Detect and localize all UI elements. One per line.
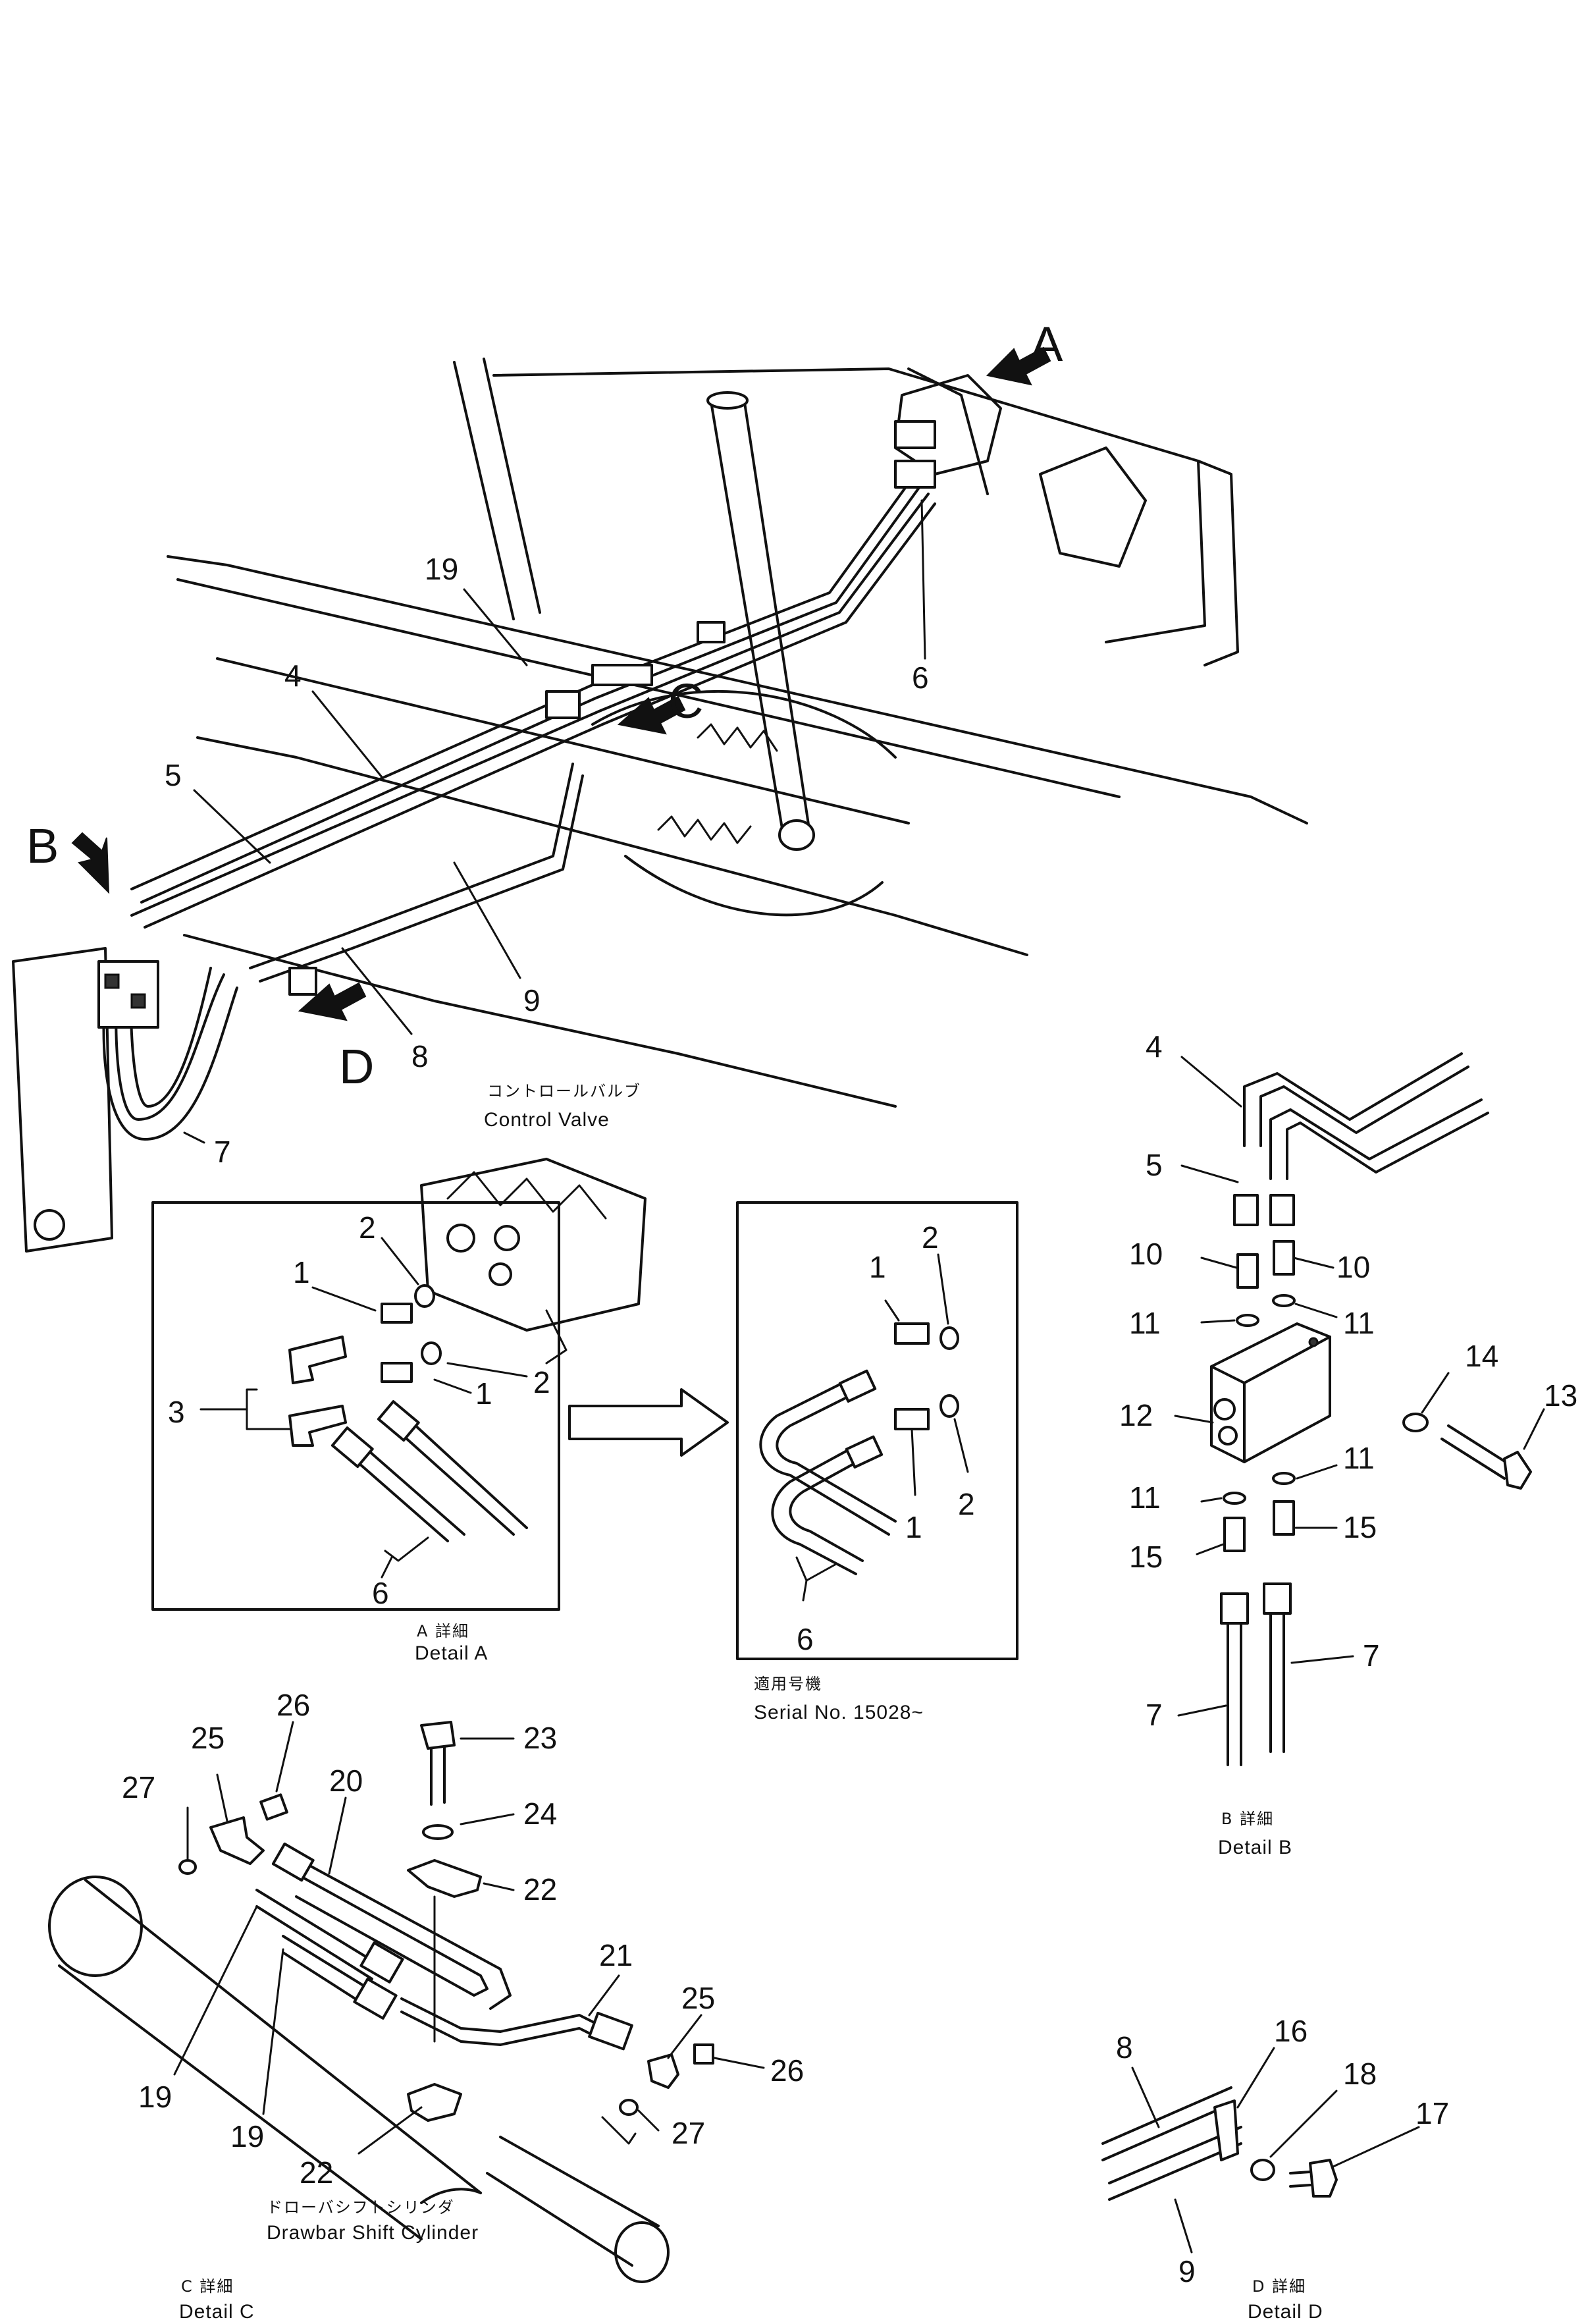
callout-9-main: 9 (523, 983, 541, 1017)
callout-10-detail-b-left: 10 (1129, 1237, 1163, 1271)
callout-7-detail-b-right: 7 (1363, 1638, 1380, 1673)
view-letter-c: C (668, 674, 703, 728)
callout-6-main: 6 (912, 661, 929, 695)
serial-caption: Serial No. 15028~ (754, 1702, 924, 1723)
callout-5-detail-b: 5 (1146, 1148, 1163, 1182)
view-arrow-d (298, 982, 367, 1021)
cylinder-label: Drawbar Shift Cylinder (267, 2222, 479, 2244)
callout-2-variant-lower: 2 (958, 1487, 975, 1521)
callout-25-detail-c-lower: 25 (681, 1981, 715, 2015)
control-valve (420, 1158, 647, 1365)
callout-23-detail-c: 23 (523, 1721, 557, 1755)
callout-26-detail-c-lower: 26 (770, 2053, 804, 2088)
callout-1-detail-a-upper: 1 (293, 1255, 310, 1289)
serial-caption-jp: 適用号機 (754, 1675, 822, 1693)
callout-1-detail-a-lower: 1 (475, 1376, 492, 1411)
callout-11-detail-b-right: 11 (1343, 1306, 1375, 1340)
callout-2-variant-upper: 2 (922, 1220, 939, 1255)
detail-a-panel (151, 1201, 560, 1611)
callout-13-detail-b: 13 (1544, 1378, 1577, 1413)
main-assembly-view (12, 358, 1308, 1253)
view-arrow-b (71, 832, 110, 894)
view-arrow-c (617, 695, 686, 735)
callout-11-detail-b-left: 11 (1129, 1306, 1161, 1340)
detail-a-caption-jp: A 詳細 (417, 1622, 469, 1640)
callout-7-main: 7 (214, 1135, 231, 1169)
cylinder-label-jp: ドローバシフトシリンダ (267, 2198, 455, 2217)
view-arrow-a (986, 346, 1051, 386)
callout-5-main: 5 (165, 758, 182, 792)
variant-arrow (568, 1388, 729, 1457)
detail-b-assembly (1210, 1052, 1532, 1766)
view-letter-d: D (339, 1039, 374, 1094)
callout-19-detail-c-lower: 19 (230, 2119, 264, 2153)
detail-d-assembly (1101, 2086, 1338, 2201)
callout-17-detail-d: 17 (1415, 2096, 1449, 2130)
callout-1-variant-lower: 1 (905, 1510, 922, 1544)
detail-c-assembly (48, 1721, 714, 2283)
callout-15-detail-b-left: 15 (1129, 1540, 1163, 1574)
callout-2-detail-a-upper: 2 (359, 1210, 376, 1245)
callout-12-detail-b: 12 (1119, 1398, 1153, 1432)
callout-22-detail-c-upper: 22 (523, 1872, 557, 1906)
callout-7-detail-b-left: 7 (1146, 1698, 1163, 1732)
callout-1-variant-upper: 1 (869, 1250, 886, 1284)
callout-15-detail-b-right: 15 (1343, 1510, 1377, 1544)
callout-22-detail-c-lower: 22 (300, 2155, 333, 2190)
detail-b-caption-jp: B 詳細 (1221, 1810, 1274, 1828)
callout-4-main: 4 (284, 659, 302, 693)
callout-25-detail-c-upper: 25 (191, 1721, 225, 1755)
callout-24-detail-c: 24 (523, 1797, 557, 1831)
control-valve-label-jp: コントロールバルブ (487, 1082, 641, 1100)
serial-variant-panel (736, 1201, 1018, 1660)
callout-20-detail-c: 20 (329, 1764, 363, 1798)
callout-8-detail-d: 8 (1116, 2030, 1133, 2065)
callout-11-detail-b-lower-left: 11 (1129, 1480, 1161, 1515)
callout-14-detail-b: 14 (1465, 1339, 1498, 1373)
callout-10-detail-b-right: 10 (1336, 1250, 1370, 1284)
callout-19-main: 19 (425, 552, 458, 586)
view-letter-a: A (1030, 317, 1063, 371)
callout-18-detail-d: 18 (1343, 2057, 1377, 2091)
callout-11-detail-b-lower-right: 11 (1343, 1441, 1375, 1475)
detail-b-caption: Detail B (1218, 1837, 1292, 1858)
callout-6-detail-a: 6 (372, 1576, 389, 1610)
detail-d-caption: Detail D (1248, 2301, 1323, 2323)
detail-c-caption-jp: C 詳細 (181, 2277, 234, 2296)
callout-19-detail-c-upper: 19 (138, 2080, 172, 2114)
callout-21-detail-c: 21 (599, 1938, 633, 1972)
callout-27-detail-c-upper: 27 (122, 1770, 155, 1804)
callout-26-detail-c-upper: 26 (277, 1688, 310, 1722)
detail-d-caption-jp: D 詳細 (1252, 2277, 1306, 2296)
callout-8-main: 8 (411, 1039, 429, 1073)
detail-c-caption: Detail C (179, 2301, 255, 2323)
view-letter-b: B (26, 819, 59, 873)
callout-3-detail-a: 3 (168, 1395, 185, 1429)
callout-6-variant: 6 (797, 1622, 814, 1656)
callout-16-detail-d: 16 (1274, 2014, 1308, 2048)
control-valve-label: Control Valve (484, 1109, 610, 1131)
detail-a-caption: Detail A (415, 1642, 488, 1664)
callout-27-detail-c-lower: 27 (672, 2116, 705, 2150)
callout-2-detail-a-lower: 2 (533, 1365, 550, 1399)
callout-4-detail-b: 4 (1146, 1029, 1163, 1064)
callout-9-detail-d: 9 (1178, 2254, 1196, 2288)
